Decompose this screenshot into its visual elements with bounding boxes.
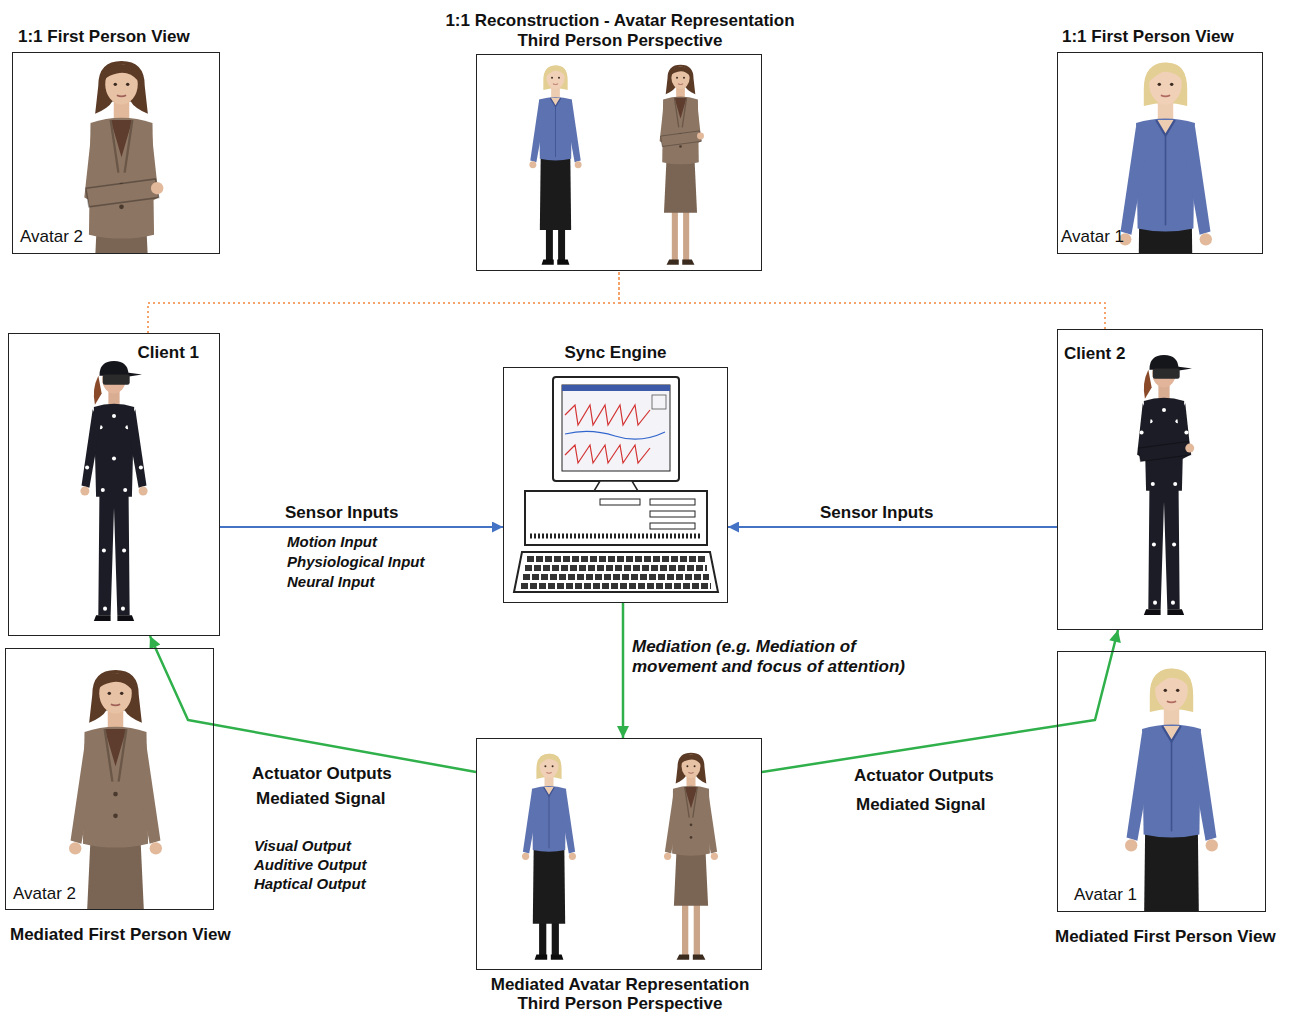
first-person-frame: 1:1 First Person ViewAvatar 1 bbox=[1057, 52, 1263, 254]
mediated-view-frame: Avatar 2Mediated First Person View bbox=[5, 648, 214, 910]
reconstruction-link bbox=[148, 271, 619, 333]
mediated-avatar-frame: Mediated Avatar Representation Third Per… bbox=[476, 738, 762, 970]
frame-heading: 1:1 Reconstruction - Avatar Representati… bbox=[431, 11, 809, 51]
frame-heading: 1:1 First Person View bbox=[1062, 27, 1234, 47]
frame-caption: Mediated First Person View bbox=[1055, 927, 1276, 947]
avatar-figure bbox=[69, 670, 162, 1023]
mediation-arrow bbox=[622, 603, 625, 738]
avatar-pair-figure bbox=[529, 65, 704, 265]
reconstruction-frame: 1:1 Reconstruction - Avatar Representati… bbox=[476, 54, 762, 271]
avatar-body bbox=[539, 66, 572, 265]
client-body bbox=[1144, 355, 1192, 615]
avatar-label: Avatar 2 bbox=[13, 884, 76, 904]
sensor-input-arrow bbox=[220, 526, 503, 528]
avatar-arms bbox=[664, 791, 718, 860]
avatar-arms bbox=[69, 735, 162, 854]
avatar-body bbox=[1142, 669, 1201, 1023]
output-type: Visual Output bbox=[252, 836, 353, 856]
output-type: Auditive Output bbox=[252, 855, 369, 875]
output-type: Haptical Output bbox=[252, 874, 368, 894]
sync-engine-frame: Sync Engine bbox=[503, 367, 728, 603]
first-person-frame: 1:1 First Person ViewAvatar 2 bbox=[12, 52, 220, 254]
edge-label: Mediation (e.g. Mediation of movement an… bbox=[630, 637, 926, 677]
avatar-body bbox=[662, 65, 699, 265]
client-figure bbox=[1137, 355, 1194, 615]
avatar-arms bbox=[1119, 126, 1212, 245]
frame-caption: Mediated First Person View bbox=[10, 925, 231, 945]
avatar-arms bbox=[84, 126, 163, 207]
sensor-input-arrow bbox=[728, 526, 1057, 528]
edge-label: Sensor Inputs bbox=[818, 503, 935, 523]
avatar-body bbox=[532, 754, 566, 960]
client-arms bbox=[80, 409, 147, 495]
client-label: Client 1 bbox=[138, 343, 199, 363]
mediated-view-frame: Avatar 1Mediated First Person View bbox=[1057, 651, 1266, 912]
edge-label: Sensor Inputs bbox=[283, 503, 400, 523]
avatar-body bbox=[672, 753, 710, 960]
reconstruction-link bbox=[619, 271, 1105, 329]
avatar-label: Avatar 1 bbox=[1061, 227, 1124, 247]
client-label: Client 2 bbox=[1064, 344, 1125, 364]
avatar-figure bbox=[1125, 669, 1218, 1023]
input-type: Neural Input bbox=[285, 572, 377, 592]
avatar-arms bbox=[529, 101, 581, 168]
client-frame: Client 2 bbox=[1057, 329, 1263, 630]
client-frame: Client 1 bbox=[8, 333, 220, 636]
avatar-arms bbox=[1125, 732, 1218, 851]
edge-label: Actuator Outputs bbox=[250, 764, 394, 784]
avatar-pair-figure bbox=[522, 753, 718, 960]
client-figure bbox=[80, 361, 147, 621]
avatar-body bbox=[83, 670, 148, 1023]
avatar-arms bbox=[522, 791, 576, 860]
client-body bbox=[94, 361, 142, 621]
frame-heading: 1:1 First Person View bbox=[18, 27, 190, 47]
signal-label: Mediated Signal bbox=[854, 795, 987, 815]
avatar-arms bbox=[660, 101, 704, 146]
client-arms bbox=[1137, 403, 1194, 461]
avatar-label: Avatar 1 bbox=[1074, 885, 1137, 905]
input-type: Motion Input bbox=[285, 532, 379, 552]
edge-label: Actuator Outputs bbox=[852, 766, 996, 786]
frame-caption: Mediated Avatar Representation Third Per… bbox=[475, 975, 765, 1013]
signal-label: Mediated Signal bbox=[254, 789, 387, 809]
engine-heading: Sync Engine bbox=[504, 343, 727, 363]
computer-illustration bbox=[514, 377, 718, 592]
actuator-output-arrow bbox=[150, 636, 476, 772]
input-type: Physiological Input bbox=[285, 552, 427, 572]
avatar-label: Avatar 2 bbox=[20, 227, 83, 247]
